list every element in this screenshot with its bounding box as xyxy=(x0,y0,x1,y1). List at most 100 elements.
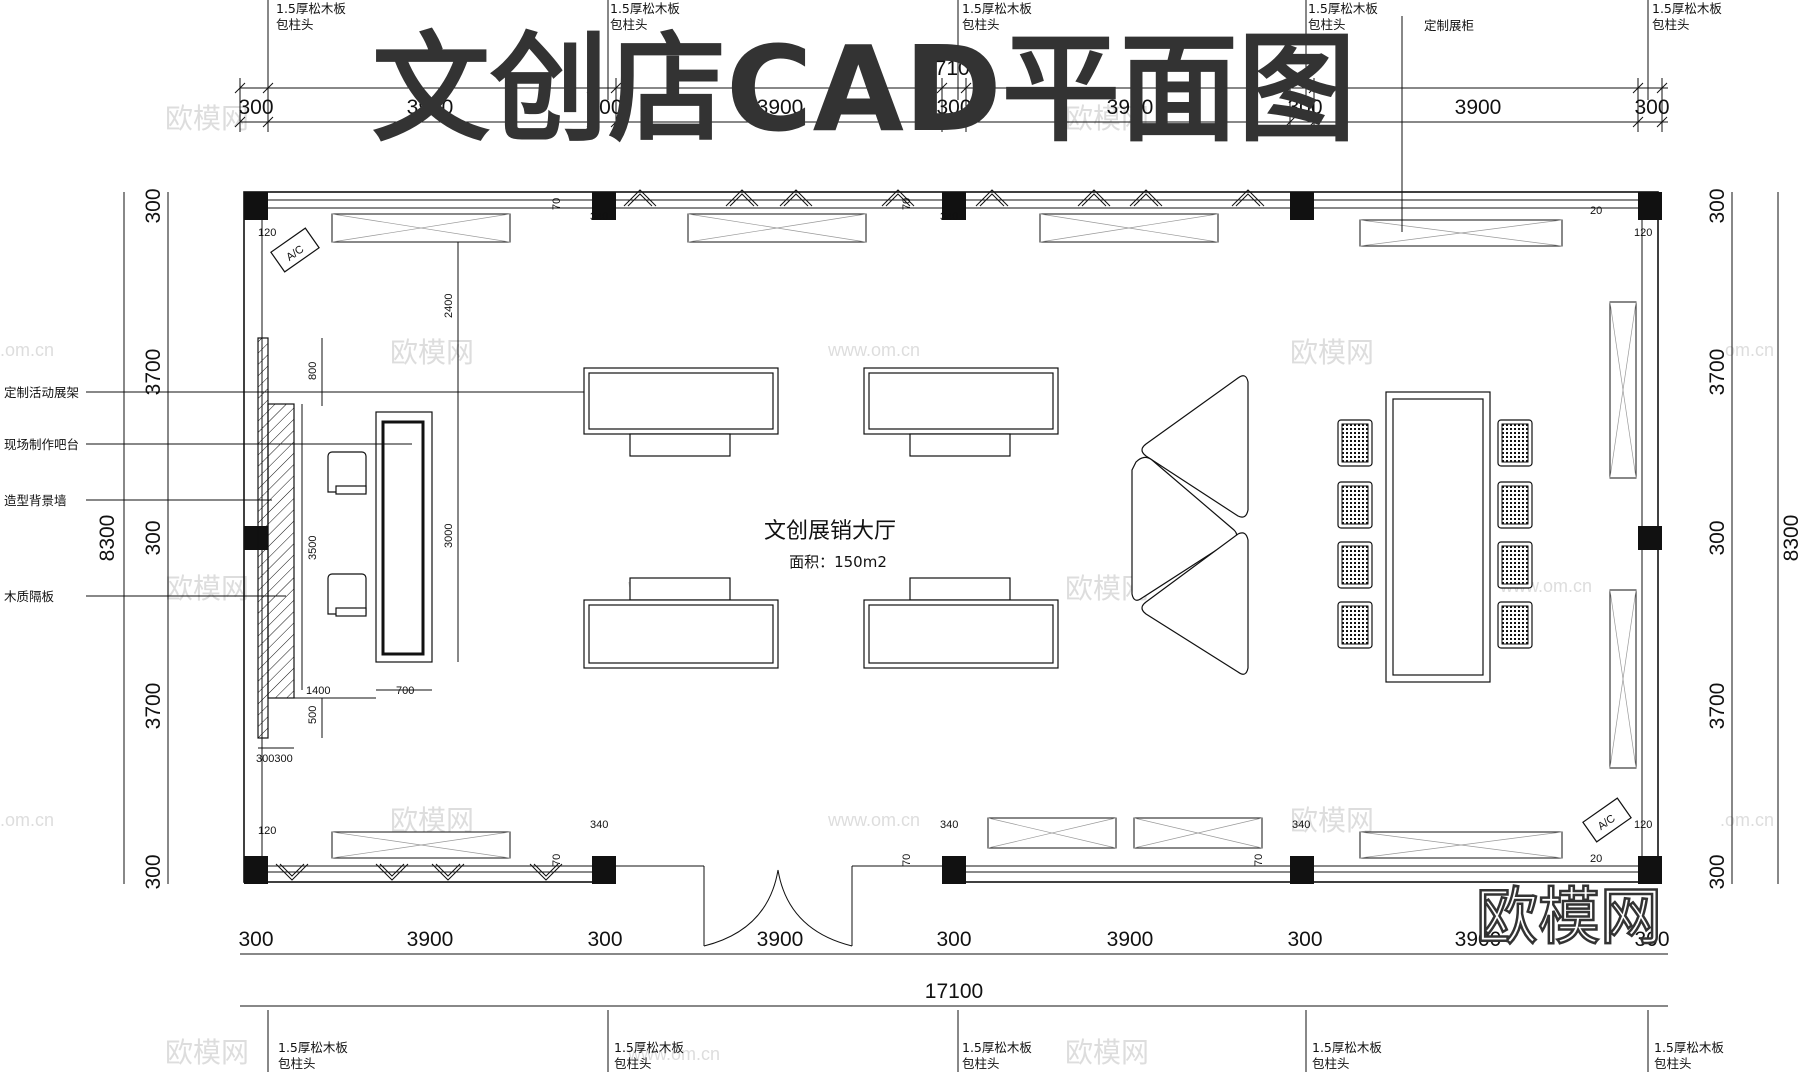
dim-tick xyxy=(1308,82,1320,94)
watermark-url: .om.cn xyxy=(1720,810,1774,830)
dim-height-part: 3700 xyxy=(142,683,165,730)
dim-340: 340 xyxy=(940,211,958,223)
note-pine: 1.5厚松木板 xyxy=(1652,1,1722,16)
note-pine: 1.5厚松木板 xyxy=(1312,1040,1382,1055)
dim-col: 300 xyxy=(1634,96,1669,119)
dim-col: 300 xyxy=(1706,520,1729,555)
left-zone: 2400 800 3500 3000 1400 700 500 300300 3… xyxy=(256,198,1652,866)
note-pine: 包柱头 xyxy=(610,17,648,32)
dim-1400: 1400 xyxy=(306,685,330,697)
watermark: 欧模网 xyxy=(390,336,474,369)
dim-tick xyxy=(1632,82,1644,94)
note-pine: 包柱头 xyxy=(278,1056,316,1071)
dim-2400: 2400 xyxy=(443,294,455,318)
watermarks: 欧模网 欧模网 欧模网 欧模网 欧模网 欧模网 欧模网 欧模网 欧模网 欧模网 … xyxy=(0,102,1774,1069)
dim-3500: 3500 xyxy=(307,536,319,560)
dim-height-part: 3700 xyxy=(142,349,165,396)
note-pine: 1.5厚松木板 xyxy=(278,1040,348,1055)
dim-col: 300 xyxy=(142,520,165,555)
window-symbols xyxy=(275,189,1265,881)
dim-bay: 3900 xyxy=(757,96,804,119)
dim-bay: 3900 xyxy=(1455,96,1502,119)
dim-500: 500 xyxy=(307,706,319,724)
note-pine: 包柱头 xyxy=(614,1056,652,1071)
note-pine: 1.5厚松木板 xyxy=(962,1040,1032,1055)
note-pine: 包柱头 xyxy=(1312,1056,1350,1071)
dim-tick xyxy=(586,82,598,94)
note-pine: 包柱头 xyxy=(1308,17,1346,32)
watermark: 欧模网 xyxy=(165,1036,249,1069)
dim-tick xyxy=(936,116,948,128)
dim-col: 300 xyxy=(1287,928,1322,951)
top-dimensions: 7100 300 3900 300 3900 300 3900 300 3900… xyxy=(234,57,1670,132)
long-table xyxy=(1337,391,1533,683)
dim-tick xyxy=(1656,116,1668,128)
window-chevron xyxy=(1231,189,1265,207)
dim-col: 300 xyxy=(1706,854,1729,889)
dim-120: 120 xyxy=(258,825,276,837)
bottom-dimensions: 300 3900 300 3900 300 3900 300 3900 300 … xyxy=(238,928,1670,1007)
dim-tick xyxy=(234,82,246,94)
dim-bay: 3900 xyxy=(1107,96,1154,119)
dim-col: 300 xyxy=(587,928,622,951)
dim-800: 800 xyxy=(307,362,319,380)
dim-tick xyxy=(1308,116,1320,128)
dim-700: 700 xyxy=(396,685,414,697)
watermark-url: .om.cn xyxy=(0,340,54,360)
note-pine: 包柱头 xyxy=(962,17,1000,32)
dim-col: 300 xyxy=(1634,928,1669,951)
dim-tick xyxy=(610,116,622,128)
window-chevron xyxy=(881,189,915,207)
watermark: 欧模网 xyxy=(165,572,249,605)
dim-height-total: 8300 xyxy=(1780,515,1800,562)
note-pine: 1.5厚松木板 xyxy=(962,1,1032,16)
dim-col: 300 xyxy=(936,928,971,951)
dim-bay: 3900 xyxy=(1455,928,1502,951)
dim-300300: 300300 xyxy=(256,753,293,765)
watermark-url: www.om.cn xyxy=(627,1044,720,1064)
room-area: 面积：150m2 xyxy=(789,553,887,571)
dim-340: 340 xyxy=(1292,819,1310,831)
dim-height-part: 3700 xyxy=(1706,683,1729,730)
watermark: 欧模网 xyxy=(1065,1036,1149,1069)
dim-bay: 3900 xyxy=(407,928,454,951)
dim-70: 70 xyxy=(901,854,913,866)
note-pine: 包柱头 xyxy=(1652,17,1690,32)
dim-120: 120 xyxy=(1634,819,1652,831)
dim-tick xyxy=(1284,116,1296,128)
right-dimensions: 8300 300 3700 300 3700 300 xyxy=(1706,188,1800,889)
dim-height-total: 8300 xyxy=(96,515,119,562)
dim-total: 17100 xyxy=(925,980,983,1003)
window-chevron xyxy=(779,189,813,207)
dim-tick xyxy=(262,116,274,128)
window-chevron xyxy=(725,189,759,207)
dim-70: 70 xyxy=(1253,854,1265,866)
note-pine: 包柱头 xyxy=(276,17,314,32)
dim-20: 20 xyxy=(1590,205,1602,217)
dim-col: 300 xyxy=(142,188,165,223)
dim-20: 20 xyxy=(1590,853,1602,865)
dim-col: 300 xyxy=(936,96,971,119)
dim-tick xyxy=(586,116,598,128)
top-column-notes: 1.5厚松木板 包柱头 1.5厚松木板 包柱头 1.5厚松木板 包柱头 1.5厚… xyxy=(267,0,1722,100)
note-pine: 1.5厚松木板 xyxy=(1308,1,1378,16)
note-pine: 1.5厚松木板 xyxy=(610,1,680,16)
window-chevron xyxy=(375,863,409,881)
dim-tick xyxy=(960,82,972,94)
label-feature-wall: 造型背景墙 xyxy=(4,493,67,508)
dim-col: 300 xyxy=(1287,96,1322,119)
dim-tick xyxy=(1284,82,1296,94)
watermark-url: www.om.cn xyxy=(827,340,920,360)
dim-120: 120 xyxy=(1634,227,1652,239)
ac-markers: A/C A/C xyxy=(270,227,1632,843)
note-pine: 1.5厚松木板 xyxy=(276,1,346,16)
dim-70: 70 xyxy=(551,198,563,210)
dim-340: 340 xyxy=(590,819,608,831)
dim-3000: 3000 xyxy=(443,524,455,548)
dim-tick xyxy=(610,82,622,94)
label-wood-partition: 木质隔板 xyxy=(4,589,55,604)
label-display-rack: 定制活动展架 xyxy=(4,385,79,400)
bottom-column-notes: 1.5厚松木板 包柱头 1.5厚松木板 包柱头 1.5厚松木板 包柱头 1.5厚… xyxy=(267,1010,1724,1072)
dim-340: 340 xyxy=(590,211,608,223)
